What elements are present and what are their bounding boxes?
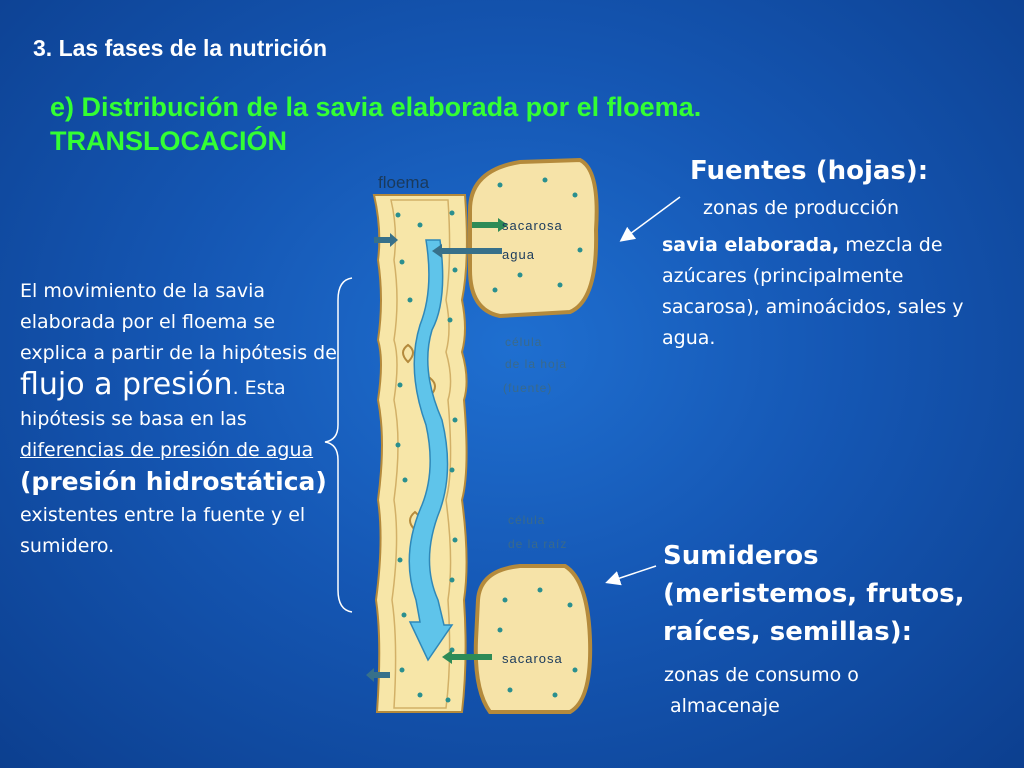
- label-agua: agua: [502, 247, 535, 262]
- left-brace: [324, 277, 353, 613]
- fuentes-term: savia elaborada,: [662, 234, 840, 256]
- sugar-dots: [395, 177, 583, 703]
- sumideros-sub-line2: almacenaje: [670, 695, 780, 717]
- left-text-presion-hidrostatica: (presión hidrostática): [20, 467, 327, 496]
- label-floema: floema: [378, 173, 430, 192]
- label-celula-hoja-2: de la hoja: [505, 357, 567, 371]
- sumideros-subheading: zonas de consumo o almacenaje: [664, 660, 859, 722]
- fuentes-subheading: zonas de producción: [703, 197, 900, 219]
- sap-flow-arrow: [408, 239, 454, 662]
- label-celula-hoja-3: (fuente): [503, 381, 552, 395]
- fuentes-heading: Fuentes (hojas):: [690, 156, 929, 186]
- label-celula-raiz-2: de la raíz: [508, 537, 567, 551]
- sumideros-heading: Sumideros (meristemos, frutos, raíces, s…: [663, 541, 965, 647]
- left-text-intro: El movimiento de la savia elaborada por …: [20, 280, 337, 364]
- fuentes-body-text: mezcla de azúcares (principalmente sacar…: [662, 234, 964, 349]
- section-title: 3. Las fases de la nutrición: [33, 35, 327, 61]
- label-celula-raiz-1: célula: [508, 513, 545, 527]
- fuentes-pointer-arrow: [619, 196, 681, 242]
- left-text-flujo: flujo a presión: [20, 367, 233, 402]
- fuentes-description: savia elaborada, mezcla de azúcares (pri…: [662, 230, 1007, 354]
- left-explanation: El movimiento de la savia elaborada por …: [20, 276, 340, 562]
- transport-arrows: [366, 218, 508, 682]
- left-text-esta: . Esta hipótesis se basa en las: [20, 377, 286, 430]
- label-celula-hoja-1: célula: [505, 335, 542, 349]
- label-sacarosa-top: sacarosa: [502, 218, 563, 233]
- sumideros-sub-line1: zonas de consumo o: [664, 664, 859, 686]
- sink-cell: [473, 564, 593, 714]
- source-cell: [468, 157, 599, 319]
- left-text-end: existentes entre la fuente y el sumidero…: [20, 504, 306, 557]
- left-text-diferencias: diferencias de presión de agua: [20, 439, 314, 461]
- sumideros-pointer-arrow: [605, 565, 657, 586]
- label-sacarosa-bottom: sacarosa: [502, 651, 563, 666]
- main-title: e) Distribución de la savia elaborada po…: [50, 92, 702, 156]
